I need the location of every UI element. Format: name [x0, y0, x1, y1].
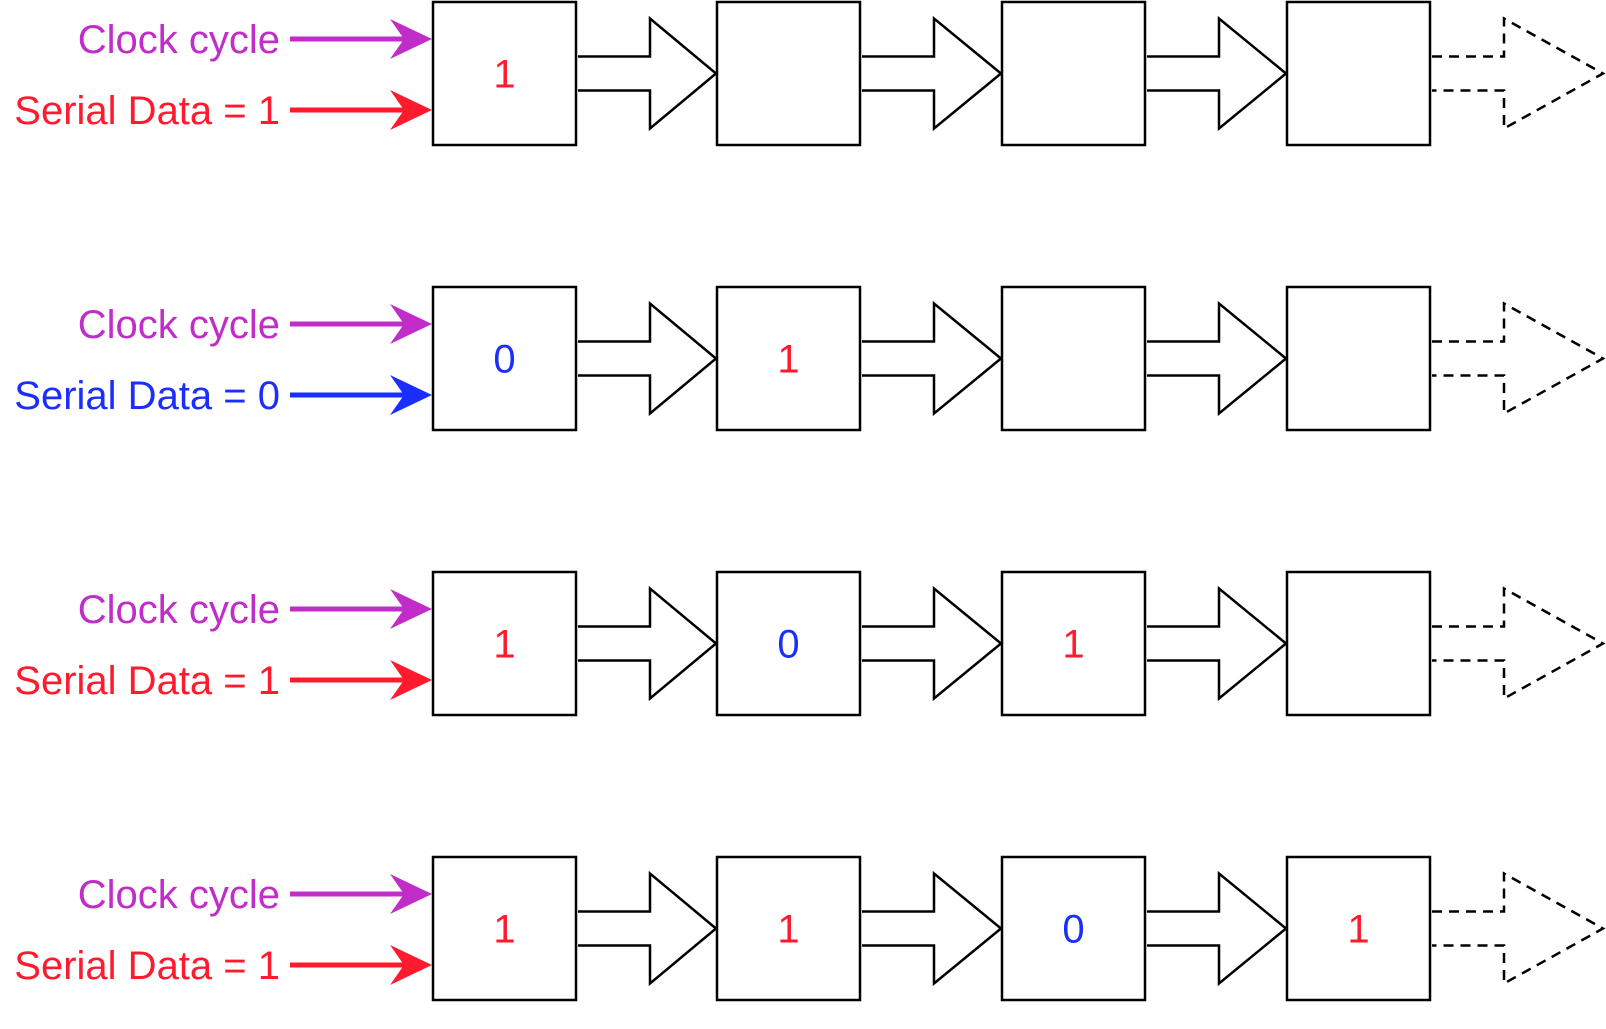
shift-arrow [862, 15, 1003, 132]
cell-bit-value: 1 [493, 53, 515, 97]
shift-arrow [578, 585, 718, 702]
cell-bit-value: 0 [1062, 908, 1084, 952]
register-cell [715, 0, 862, 147]
shift-arrow [1147, 585, 1288, 702]
shift-arrow [578, 300, 718, 417]
clock-cycle-label: Clock cycle [78, 588, 280, 632]
shift-arrow [862, 870, 1003, 987]
serial-data-label: Serial Data = 1 [14, 944, 280, 988]
overflow-arrow-dashed [1432, 301, 1606, 416]
overflow-arrow-dashed [1432, 16, 1606, 131]
register-cell [431, 855, 578, 1002]
clock-cycle-label: Clock cycle [78, 303, 280, 347]
shift-arrow [1147, 870, 1288, 987]
shift-arrow [1147, 300, 1288, 417]
cell-bit-value: 1 [493, 908, 515, 952]
clock-input-arrow-head [390, 19, 432, 59]
shift-arrow [578, 15, 718, 132]
register-cell [1000, 285, 1147, 432]
serial-data-label: Serial Data = 0 [14, 374, 280, 418]
register-cell [1285, 285, 1432, 432]
clock-cycle-label: Clock cycle [78, 873, 280, 917]
overflow-arrow-dashed [1432, 871, 1606, 986]
register-cell [715, 570, 862, 717]
clock-input-arrow-head [390, 304, 432, 344]
shift-arrow [1147, 15, 1288, 132]
register-cell [431, 570, 578, 717]
register-cell [1285, 570, 1432, 717]
clock-input-arrow-head [390, 874, 432, 914]
register-cell [715, 855, 862, 1002]
register-cell [431, 285, 578, 432]
shift-arrow [862, 585, 1003, 702]
register-cell [1000, 0, 1147, 147]
serial-data-input-arrow-head [390, 945, 432, 985]
clock-input-arrow-head [390, 589, 432, 629]
cell-bit-value: 1 [493, 623, 515, 667]
serial-data-label: Serial Data = 1 [14, 89, 280, 133]
register-cell [1000, 855, 1147, 1002]
serial-data-input-arrow-head [390, 90, 432, 130]
register-cell [1285, 855, 1432, 1002]
overflow-arrow-dashed [1432, 586, 1606, 701]
serial-data-label: Serial Data = 1 [14, 659, 280, 703]
shift-arrow [862, 300, 1003, 417]
cell-bit-value: 1 [1347, 908, 1369, 952]
register-cell [1000, 570, 1147, 717]
cell-bit-value: 1 [777, 908, 799, 952]
cell-bit-value: 0 [493, 338, 515, 382]
register-cell [1285, 0, 1432, 147]
cell-bit-value: 1 [1062, 623, 1084, 667]
clock-cycle-label: Clock cycle [78, 18, 280, 62]
shift-arrow [578, 870, 718, 987]
register-cell [715, 285, 862, 432]
cell-bit-value: 0 [777, 623, 799, 667]
cell-bit-value: 1 [777, 338, 799, 382]
serial-data-input-arrow-head [390, 660, 432, 700]
serial-data-input-arrow-head [390, 375, 432, 415]
register-cell [431, 0, 578, 147]
